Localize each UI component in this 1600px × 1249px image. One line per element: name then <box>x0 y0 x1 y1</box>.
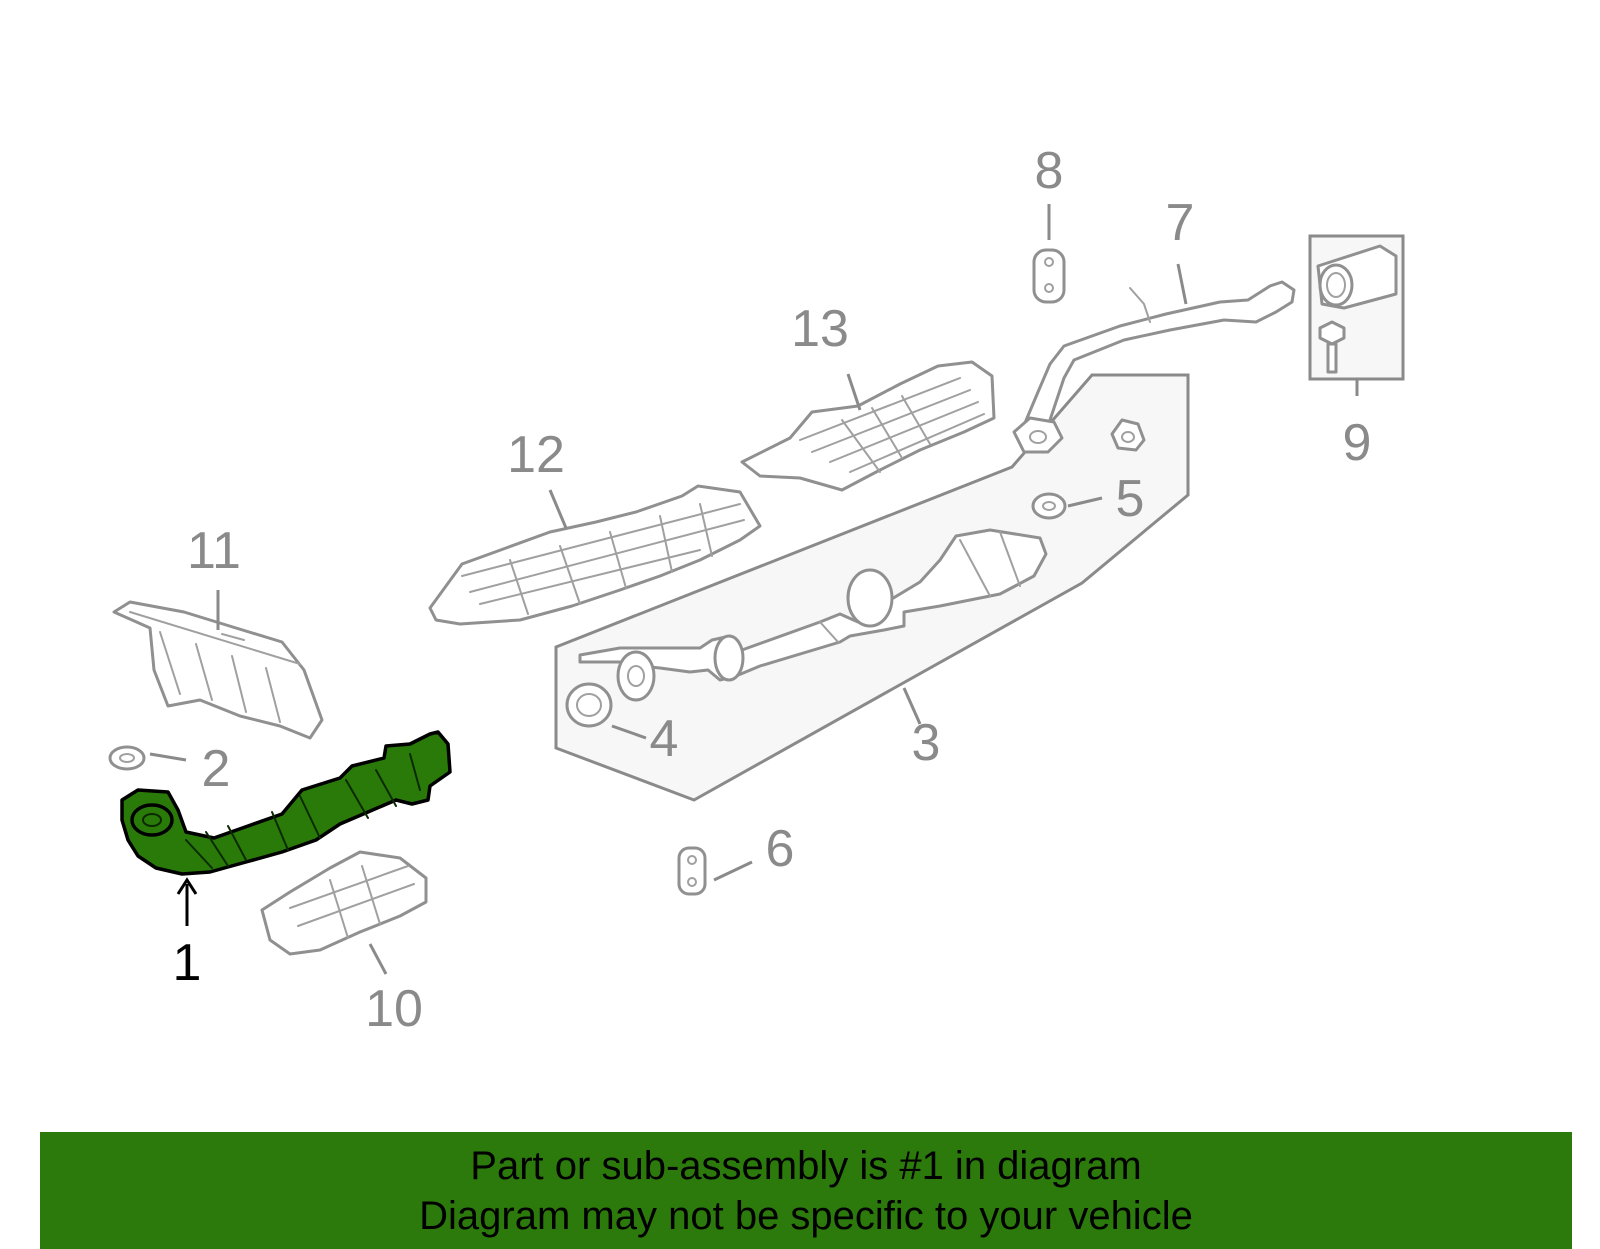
info-banner: Part or sub-assembly is #1 in diagram Di… <box>40 1132 1572 1249</box>
callout-3[interactable]: 3 <box>912 714 941 772</box>
callout-13[interactable]: 13 <box>791 300 849 358</box>
callout-2[interactable]: 2 <box>202 740 231 798</box>
part-3-muffler-assembly[interactable] <box>578 528 1048 702</box>
leader-6 <box>713 860 753 882</box>
part-6-hanger[interactable] <box>677 846 707 896</box>
part-13-heat-shield[interactable] <box>740 360 996 492</box>
part-2-gasket[interactable] <box>108 745 146 771</box>
leader-7 <box>1176 263 1188 305</box>
leader-10 <box>368 943 388 975</box>
part-9-finisher[interactable] <box>1316 244 1398 374</box>
callout-10[interactable]: 10 <box>365 980 423 1038</box>
callout-4[interactable]: 4 <box>650 710 679 768</box>
part-1-front-pipe-converter[interactable] <box>120 730 452 876</box>
callout-7[interactable]: 7 <box>1166 194 1195 252</box>
part-12-heat-shield[interactable] <box>428 484 762 626</box>
part-8-hanger[interactable] <box>1032 248 1066 304</box>
callout-8[interactable]: 8 <box>1035 142 1064 200</box>
part-11-bracket[interactable] <box>112 600 324 740</box>
leader-2 <box>149 752 187 762</box>
banner-line-1: Part or sub-assembly is #1 in diagram <box>470 1143 1142 1188</box>
callout-12[interactable]: 12 <box>507 426 565 484</box>
banner-line-2: Diagram may not be specific to your vehi… <box>419 1193 1193 1238</box>
leader-13 <box>846 373 862 411</box>
callout-5[interactable]: 5 <box>1116 470 1145 528</box>
leader-4 <box>611 724 647 740</box>
leader-12 <box>548 489 568 529</box>
part-5-gasket[interactable] <box>1031 492 1067 520</box>
part-7-tail-pipe[interactable] <box>1012 280 1296 454</box>
leader-1-arrow <box>176 877 198 895</box>
callout-9[interactable]: 9 <box>1343 414 1372 472</box>
part-4-gasket[interactable] <box>565 682 613 728</box>
leader-5 <box>1067 496 1103 508</box>
part-3-hanger-rubber[interactable] <box>1110 418 1146 452</box>
part-10-heat-shield[interactable] <box>260 850 428 956</box>
callout-6[interactable]: 6 <box>766 820 795 878</box>
callout-1[interactable]: 1 <box>173 934 202 992</box>
leader-3 <box>902 687 922 725</box>
callout-11[interactable]: 11 <box>187 522 241 580</box>
